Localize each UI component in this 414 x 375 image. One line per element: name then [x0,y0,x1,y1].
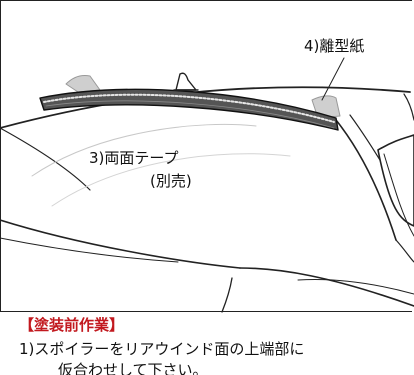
body-line-right [297,279,414,295]
trunk-line-2 [239,267,414,307]
pre-painting-instructions: 【塗装前作業】 1)スポイラーをリアウインド面の上端部に 仮合わせして下さい。 [0,316,414,375]
instruction-step-1: 1)スポイラーをリアウインド面の上端部に [19,340,305,358]
trunk-edge [0,219,241,269]
window-bottom [0,237,179,263]
trunk-crease [221,277,233,313]
callout-double-sided-tape: 3)両面テープ [89,149,179,167]
side-window [377,134,414,227]
release-paper-leader-line [321,57,345,101]
spoiler-edge-highlight [45,100,335,129]
side-window-line [383,153,414,237]
antenna-fin [175,72,197,91]
glass-reflection-1 [31,123,257,177]
callout-release-paper: 4)離型紙 [304,37,365,55]
callout-sold-separately: (別売) [150,172,192,190]
instruction-step-1-continued: 仮合わせして下さい。 [58,361,208,375]
glass-reflection-2 [51,153,291,207]
left-pillar [0,127,91,191]
release-paper-left [65,75,101,93]
rear-edge-right [395,239,414,263]
spoiler-body [39,88,339,131]
roof-right-edge [403,93,414,121]
section-heading: 【塗装前作業】 [19,316,125,334]
spoiler-tape [43,93,335,123]
c-pillar-outer [335,119,397,241]
illustration-frame [0,0,412,312]
